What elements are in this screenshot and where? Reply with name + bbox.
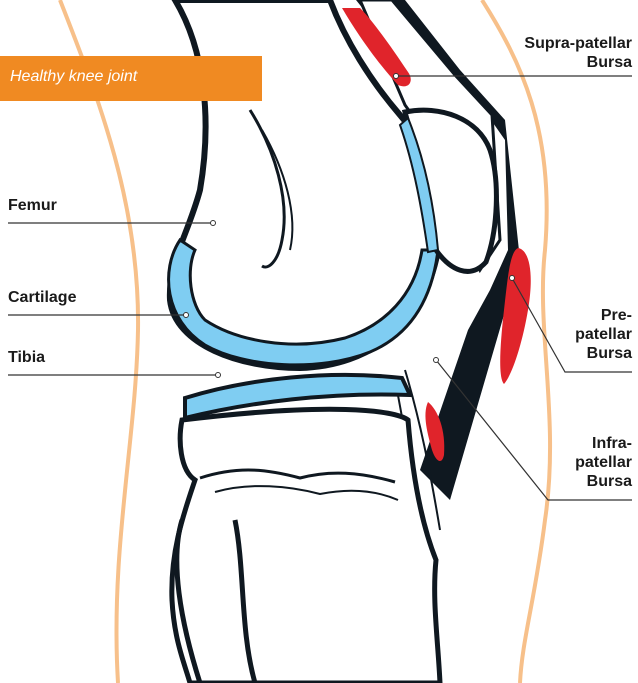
skin-outline-back <box>60 0 138 683</box>
label-pre-line3: Bursa <box>575 344 632 363</box>
label-femur: Femur <box>8 196 57 215</box>
label-pre-line2: patellar <box>575 325 632 344</box>
label-infra-line3: Bursa <box>575 472 632 491</box>
label-supra-line1: Supra-patellar <box>524 34 632 53</box>
label-infra-line2: patellar <box>575 453 632 472</box>
label-tibia: Tibia <box>8 348 45 367</box>
tibia-bone <box>172 409 440 683</box>
label-pre-patellar-bursa: Pre- patellar Bursa <box>575 306 632 363</box>
label-infra-patellar-bursa: Infra- patellar Bursa <box>575 434 632 491</box>
diagram-title: Healthy knee joint <box>10 68 137 86</box>
label-supra-patellar-bursa: Supra-patellar Bursa <box>524 34 632 72</box>
label-cartilage: Cartilage <box>8 288 76 307</box>
label-pre-line1: Pre- <box>575 306 632 325</box>
label-supra-line2: Bursa <box>524 53 632 72</box>
label-infra-line1: Infra- <box>575 434 632 453</box>
title-banner: Healthy knee joint <box>0 56 262 101</box>
